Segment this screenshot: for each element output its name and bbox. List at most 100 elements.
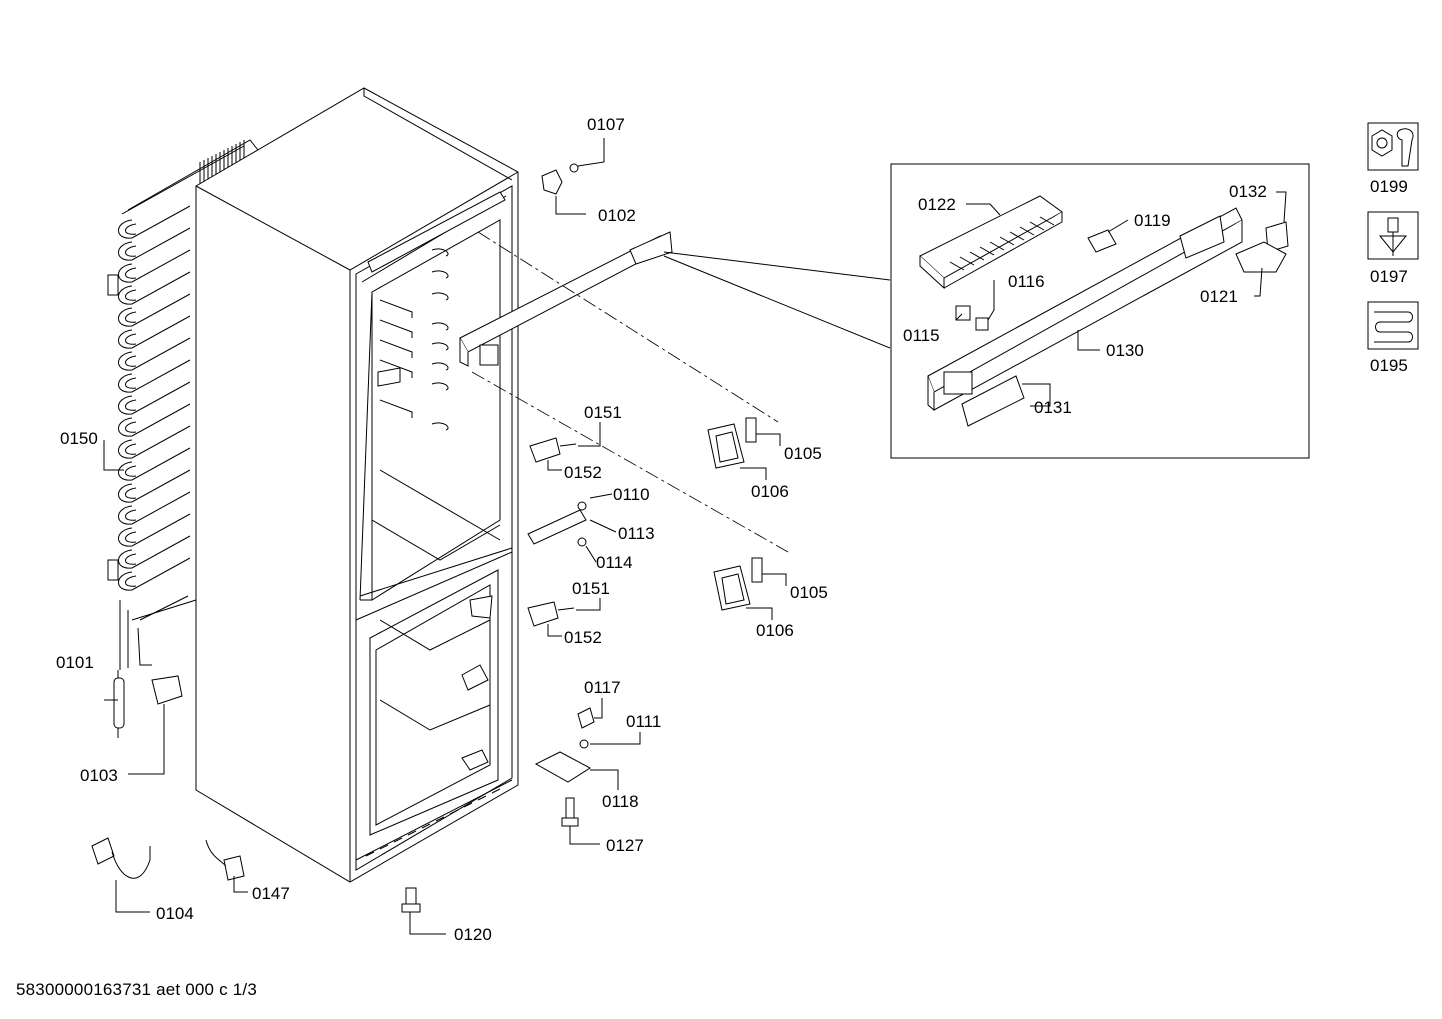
label-0110: 0110 (613, 485, 650, 504)
label-0105-lower: 0105 (790, 583, 828, 602)
coil-loop (118, 469, 191, 503)
label-0116: 0116 (1008, 272, 1045, 291)
heating-coil-icon (1367, 301, 1419, 350)
shelf-clip (431, 362, 449, 371)
coil-loop (118, 271, 191, 305)
grill-slot (1029, 221, 1045, 231)
grill-slot (999, 236, 1015, 246)
coil-loop (118, 315, 191, 349)
label-0102: 0102 (598, 206, 636, 225)
light-covers (707, 417, 787, 620)
vent-slot (365, 851, 375, 857)
coil-loop-inner (125, 553, 137, 565)
coil-loop-inner (125, 509, 137, 521)
label-0114: 0114 (596, 553, 633, 572)
shelf-clip (431, 382, 449, 391)
coil-loop (118, 447, 191, 481)
label-0104: 0104 (156, 904, 194, 923)
coil-loop (118, 403, 191, 437)
label-0199: 0199 (1370, 177, 1408, 196)
coil-loop-inner (125, 267, 137, 279)
label-0132: 0132 (1229, 182, 1267, 201)
vent-slot (435, 816, 445, 822)
coil-loop-inner (125, 443, 137, 455)
label-0195: 0195 (1370, 356, 1408, 375)
coil-loop-inner (125, 289, 137, 301)
grill-slot (969, 251, 985, 261)
label-0111: 0111 (626, 712, 661, 731)
grill-slot (949, 261, 965, 271)
vent-slot (407, 830, 417, 836)
grill-slot (1019, 226, 1035, 236)
coil-loop (118, 359, 191, 393)
coil-loop-inner (125, 333, 137, 345)
grill-slot (989, 241, 1005, 251)
coil-loop-inner (125, 421, 137, 433)
label-0119: 0119 (1134, 211, 1171, 230)
label-0117: 0117 (584, 678, 621, 697)
coil-loop (118, 381, 191, 415)
coil-loop-inner (125, 355, 137, 367)
coil-loop (118, 249, 191, 283)
coil-loop (118, 227, 191, 261)
shelf-clip (431, 292, 449, 301)
coil-loop (118, 557, 191, 591)
vent-slot (379, 844, 389, 850)
label-0197: 0197 (1370, 267, 1408, 286)
vent-slot (491, 788, 501, 794)
fridge-cabinet (195, 87, 519, 883)
coil-loop (118, 205, 191, 239)
left-parts (91, 440, 446, 935)
coil-loop (118, 337, 191, 371)
vent-slot (393, 837, 403, 843)
label-0105-upper: 0105 (784, 444, 822, 463)
shelf-clip (431, 270, 449, 279)
coil-loop-inner (125, 223, 137, 235)
label-0115: 0115 (903, 326, 940, 345)
coil-loop (118, 535, 191, 569)
label-0118: 0118 (602, 792, 639, 811)
detail-inset (890, 163, 1310, 459)
document-footer: 58300000163731 aet 000 c 1/3 (16, 980, 257, 999)
coil-loop (118, 491, 191, 525)
shelf-clip (431, 322, 449, 331)
coil-loop-inner (125, 531, 137, 543)
grill-slot (959, 256, 975, 266)
label-0121: 0121 (1200, 287, 1238, 306)
grill-slot (1039, 216, 1055, 226)
control-rail (459, 231, 891, 367)
label-0106-lower: 0106 (756, 621, 794, 640)
label-0152-upper: 0152 (564, 463, 602, 482)
wrench-nut-icon (1367, 122, 1419, 171)
vent-slot (449, 809, 459, 815)
label-0127: 0127 (606, 836, 644, 855)
label-0152-lower: 0152 (564, 628, 602, 647)
label-0103: 0103 (80, 766, 118, 785)
label-0113: 0113 (618, 524, 655, 543)
coil-loop-inner (125, 487, 137, 499)
shelf-rail (379, 319, 413, 338)
coil-loop (118, 293, 191, 327)
shelf-clip (431, 248, 449, 257)
label-0107: 0107 (587, 115, 625, 134)
vent-slot (463, 802, 473, 808)
label-0130: 0130 (1106, 341, 1144, 360)
coil-loop (118, 425, 191, 459)
label-0122: 0122 (918, 195, 956, 214)
shelf-clip (431, 342, 449, 351)
label-0120: 0120 (454, 925, 492, 944)
grill-slot (1009, 231, 1025, 241)
small-parts (527, 138, 641, 845)
label-0151-lower: 0151 (572, 579, 610, 598)
label-0151-upper: 0151 (584, 403, 622, 422)
shelf-rail (379, 339, 413, 358)
coil-loop-inner (125, 245, 137, 257)
shelf-rail (379, 359, 413, 378)
vent-slot (421, 823, 431, 829)
coil-loop-inner (125, 465, 137, 477)
coil-loop-inner (125, 399, 137, 411)
screwdriver-icon (1367, 211, 1419, 260)
coil-loop-inner (125, 311, 137, 323)
label-0147: 0147 (252, 884, 290, 903)
